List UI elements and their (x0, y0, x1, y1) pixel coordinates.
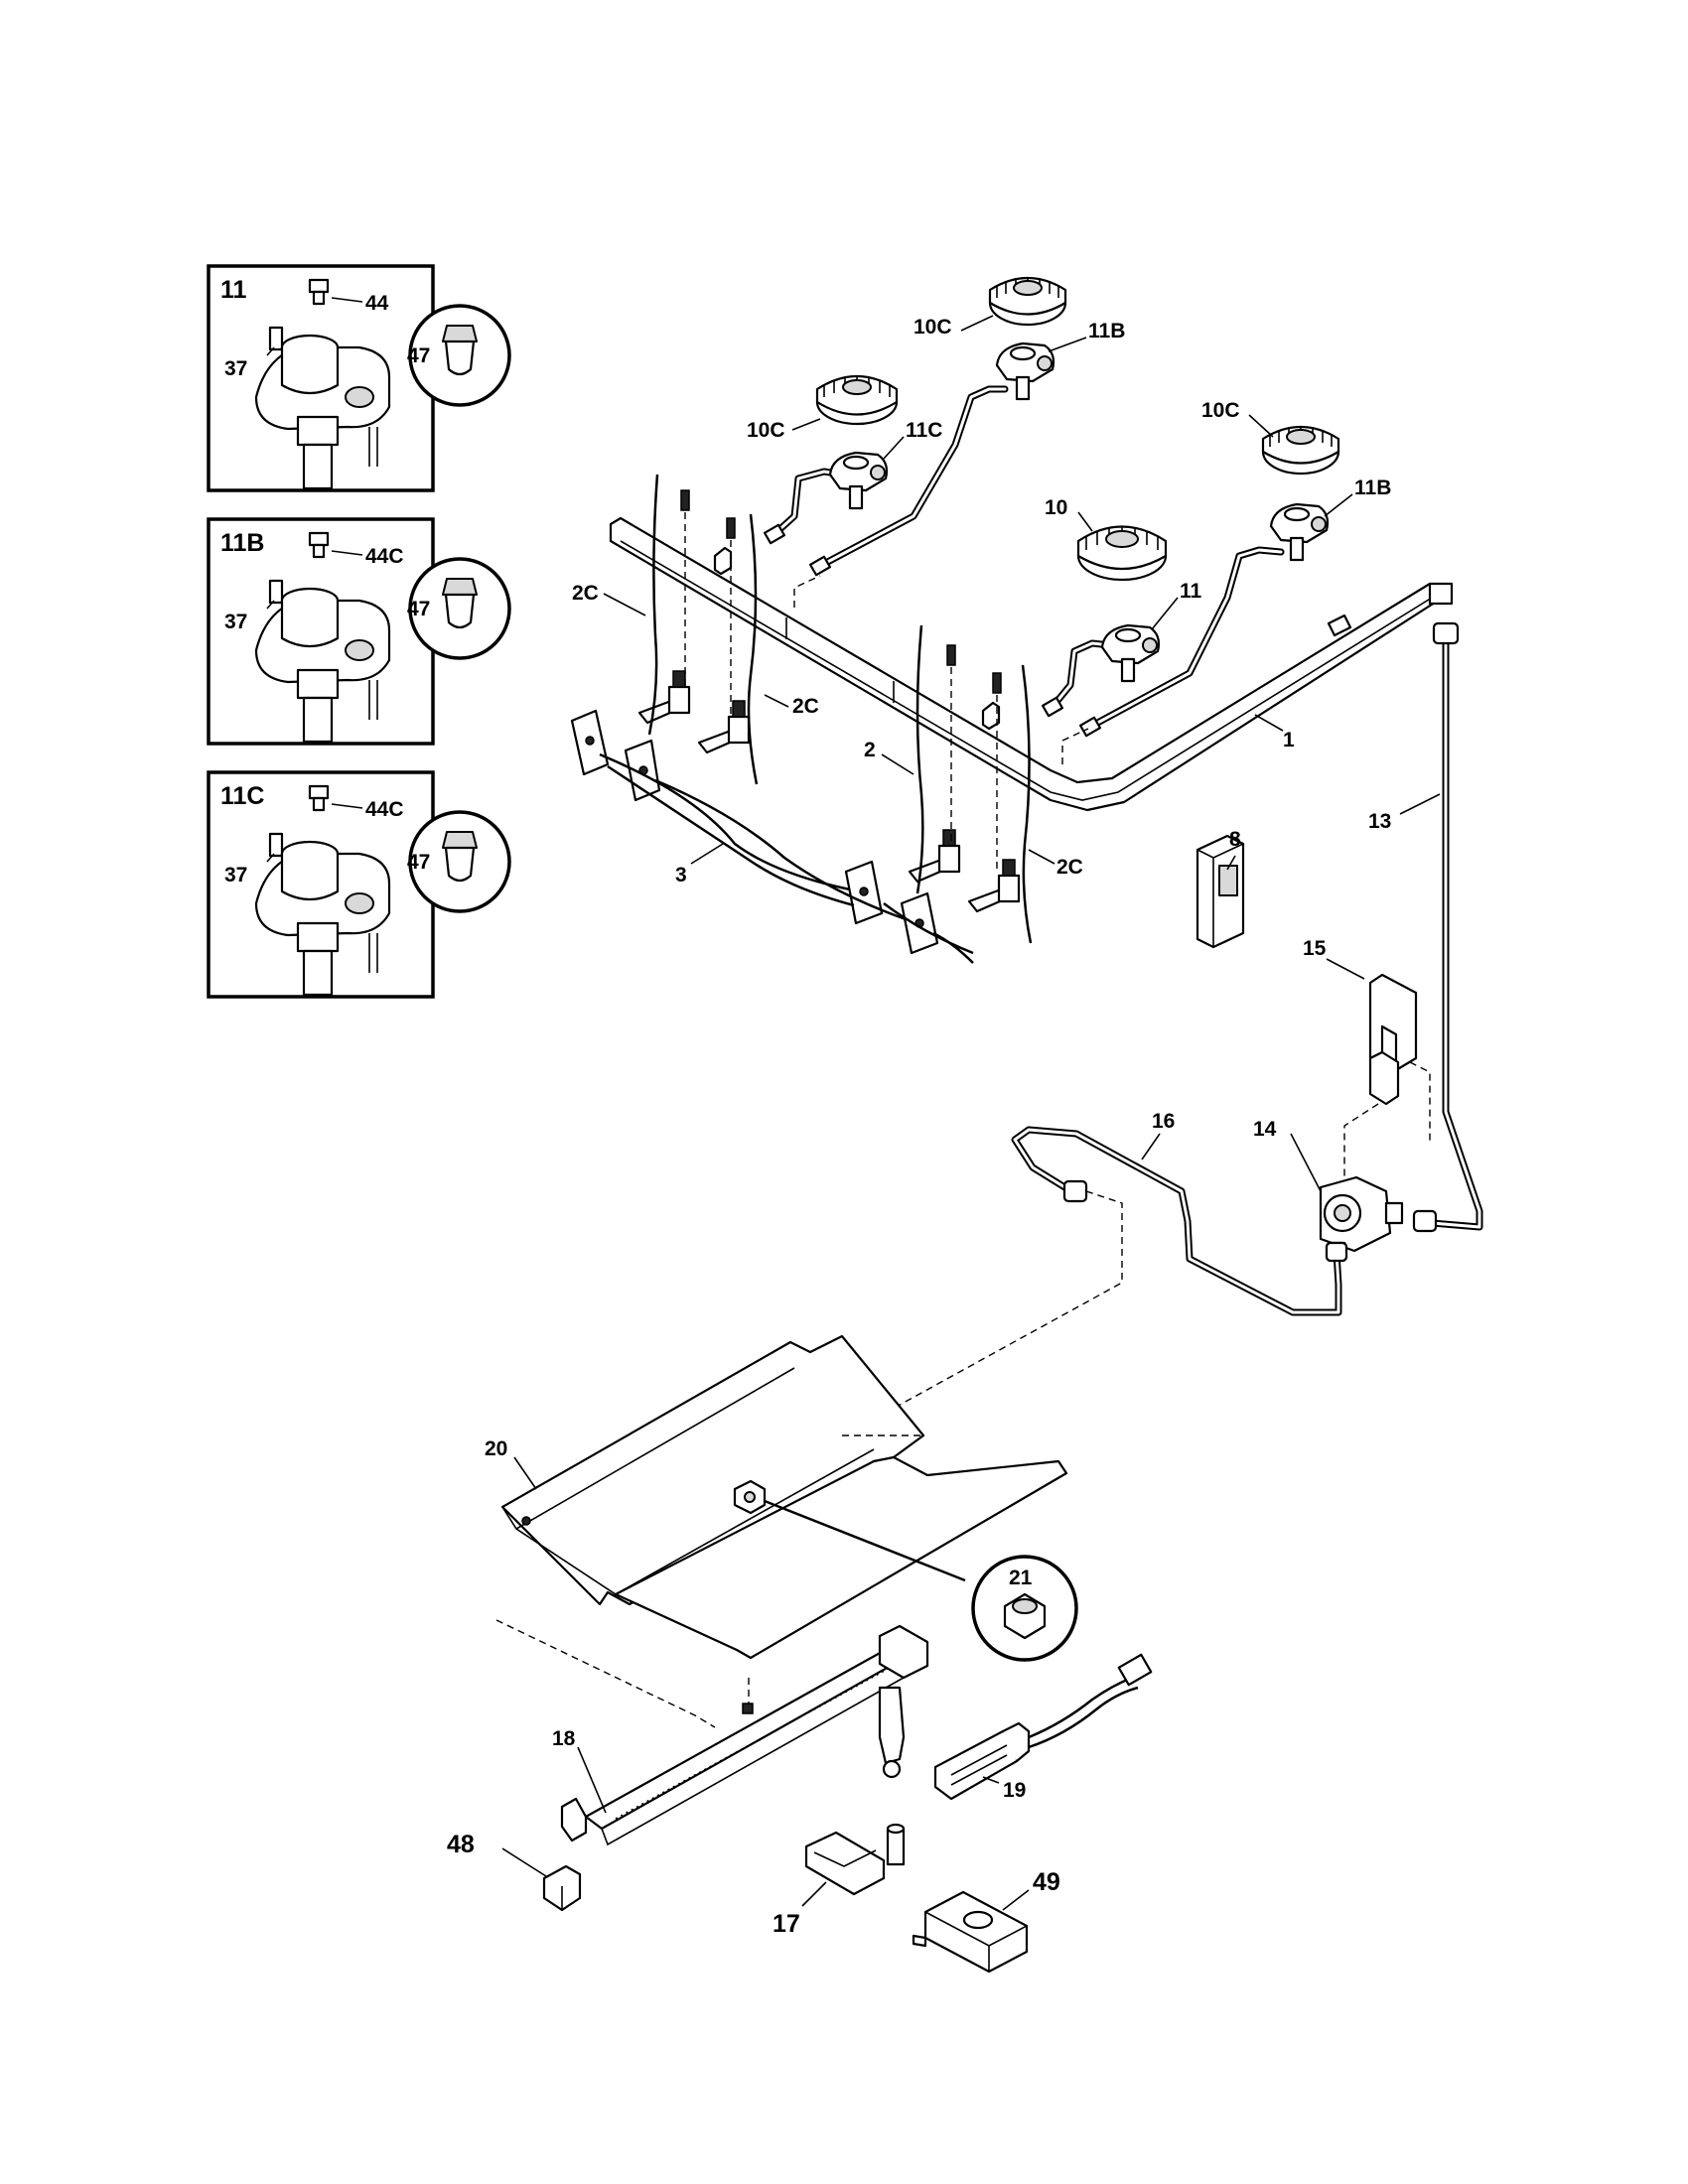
callout-10c: 10C (1201, 399, 1240, 422)
callout-10c: 10C (914, 316, 952, 339)
manifold-bracket (981, 701, 1001, 731)
burner-bracket (542, 1864, 582, 1912)
burner-head-rear-left (815, 374, 899, 426)
callout-1: 1 (1283, 729, 1295, 751)
inset-11b: 11B 44C 37 47 (207, 517, 511, 746)
callout-14: 14 (1253, 1118, 1277, 1141)
callout-48: 48 (447, 1831, 475, 1858)
manifold-bracket (713, 546, 733, 576)
callout-16: 16 (1152, 1110, 1175, 1133)
tube-fitting (1325, 1241, 1348, 1263)
burner-head-rear-right (988, 276, 1067, 327)
supply-fitting (1412, 1209, 1438, 1233)
oven-supply-tube (1011, 1126, 1342, 1316)
tube-fitting (763, 523, 786, 545)
callout-13: 13 (1368, 810, 1391, 833)
label-orifice: 47 (407, 851, 430, 874)
callout-3: 3 (675, 864, 687, 887)
callout-17: 17 (773, 1910, 800, 1938)
callout-11b: 11B (1354, 477, 1391, 499)
callout-10: 10 (1045, 496, 1067, 519)
valve-wire-2c (747, 513, 759, 785)
callout-11b: 11B (1088, 320, 1125, 342)
callout-2c: 2C (1056, 856, 1083, 879)
screw (726, 517, 736, 539)
label-orifice: 47 (407, 344, 430, 367)
ignition-harness (570, 709, 974, 964)
callout-20: 20 (485, 1437, 507, 1460)
screw (680, 489, 690, 511)
label-screw-top: 44 (365, 292, 389, 315)
oven-burner-tube (560, 1624, 929, 1846)
tube-fitting (808, 555, 832, 577)
oven-valve (804, 1823, 906, 1896)
callout-11c: 11C (906, 419, 942, 442)
supply-fitting (1432, 621, 1460, 645)
valve-front-left (908, 829, 961, 884)
burner-base-11 (1100, 623, 1161, 683)
inset-11c: 11C 44C 37 47 (207, 770, 511, 999)
burner-head-front-left (1076, 525, 1168, 582)
inset-title: 11C (220, 782, 264, 810)
callout-8: 8 (1229, 828, 1241, 851)
burner-base-11b-rear (995, 341, 1055, 401)
screw (992, 672, 1002, 694)
burner-baffle (495, 1334, 1068, 1728)
callout-21: 21 (1009, 1567, 1033, 1589)
tube-fitting (1078, 716, 1102, 738)
burner-base-11b-front (1269, 502, 1330, 562)
screw (946, 644, 956, 666)
burner-base-11c (828, 451, 889, 510)
inset-title: 11B (220, 529, 264, 557)
oven-igniter (933, 1653, 1153, 1801)
inset-title: 11 (220, 276, 247, 304)
callout-49: 49 (1033, 1868, 1060, 1896)
label-screw-side: 37 (224, 357, 247, 380)
valve-wire-2c (1021, 664, 1033, 944)
callout-11: 11 (1180, 580, 1202, 603)
callout-10c: 10C (747, 419, 785, 442)
label-screw-side: 37 (224, 611, 247, 633)
baffle-nut (733, 1479, 1078, 1662)
burner-head-front-right (1261, 425, 1340, 476)
regulator-bracket (1343, 973, 1431, 1187)
callout-2c: 2C (792, 695, 819, 718)
callout-19: 19 (1003, 1779, 1026, 1802)
inset-11: 11 44 37 47 (207, 264, 511, 492)
callout-15: 15 (1303, 937, 1327, 960)
valve-wire-2c (647, 474, 659, 736)
pressure-regulator (1319, 1175, 1404, 1259)
manifold-pipe (609, 516, 1454, 812)
callout-2: 2 (864, 739, 876, 761)
valve-front-right (967, 859, 1021, 913)
valve-wire-2 (915, 624, 924, 894)
label-screw-side: 37 (224, 864, 247, 887)
valve-rear-right (697, 700, 751, 754)
spark-module (1196, 834, 1245, 949)
label-screw-top: 44C (365, 798, 404, 821)
label-orifice: 47 (407, 598, 430, 620)
leader-lines (501, 315, 1441, 1911)
callout-18: 18 (552, 1727, 576, 1750)
valve-rear-left (637, 670, 691, 725)
callout-2c: 2C (572, 582, 599, 605)
tube-fitting (1062, 1179, 1088, 1203)
valve-cover (912, 1890, 1029, 1974)
tube-fitting (1041, 696, 1064, 718)
label-screw-top: 44C (365, 545, 404, 568)
